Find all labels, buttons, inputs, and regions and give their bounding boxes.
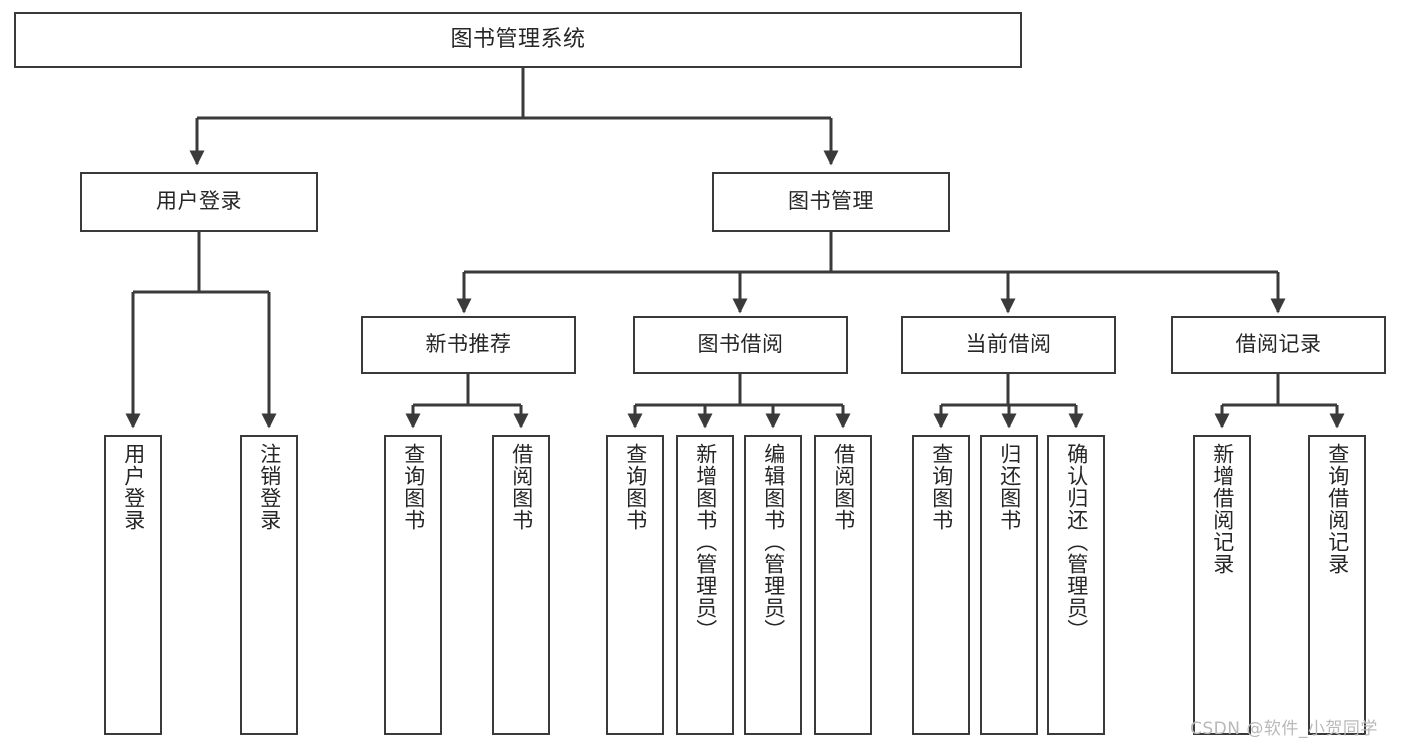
node-user-login[interactable]: 用户登录 — [80, 172, 318, 232]
node-leaf-query-book-new[interactable]: 查询图书 — [384, 435, 442, 735]
node-leaf-return-book[interactable]: 归还图书 — [980, 435, 1038, 735]
node-leaf-query-book-borrow[interactable]: 查询图书 — [606, 435, 664, 735]
node-label: 查询图书 — [401, 443, 426, 531]
node-label: 查询图书 — [929, 443, 954, 531]
node-label: 借阅图书 — [831, 443, 856, 531]
node-leaf-query-book-current[interactable]: 查询图书 — [912, 435, 970, 735]
node-label: 归还图书 — [997, 443, 1022, 531]
node-leaf-borrow-book-new[interactable]: 借阅图书 — [492, 435, 550, 735]
node-label: 新增图书（管理员） — [693, 443, 718, 641]
node-leaf-query-borrow-record[interactable]: 查询借阅记录 — [1308, 435, 1366, 735]
node-label: 新书推荐 — [425, 332, 512, 357]
node-label: 借阅记录 — [1235, 332, 1322, 357]
node-leaf-borrow-book[interactable]: 借阅图书 — [814, 435, 872, 735]
node-label: 编辑图书（管理员） — [761, 443, 786, 641]
node-leaf-user-login[interactable]: 用户登录 — [104, 435, 162, 735]
node-label: 新增借阅记录 — [1210, 443, 1235, 575]
node-label: 借阅图书 — [509, 443, 534, 531]
node-leaf-edit-book-admin[interactable]: 编辑图书（管理员） — [744, 435, 802, 735]
csdn-watermark: CSDN @软件_小贺同学 — [1190, 719, 1378, 739]
node-book-management[interactable]: 图书管理 — [712, 172, 950, 232]
node-borrow-records[interactable]: 借阅记录 — [1171, 316, 1386, 374]
node-leaf-confirm-return-admin[interactable]: 确认归还（管理员） — [1047, 435, 1105, 735]
node-label: 图书借阅 — [697, 332, 784, 357]
node-book-borrow[interactable]: 图书借阅 — [633, 316, 848, 374]
node-current-borrow[interactable]: 当前借阅 — [901, 316, 1116, 374]
node-leaf-add-borrow-record[interactable]: 新增借阅记录 — [1193, 435, 1251, 735]
node-label: 当前借阅 — [965, 332, 1052, 357]
node-label: 查询图书 — [623, 443, 648, 531]
node-label: 用户登录 — [121, 443, 146, 531]
node-new-book-recommend[interactable]: 新书推荐 — [361, 316, 576, 374]
node-label: 查询借阅记录 — [1325, 443, 1350, 575]
node-label: 用户登录 — [156, 189, 242, 214]
node-leaf-logout[interactable]: 注销登录 — [240, 435, 298, 735]
node-leaf-add-book-admin[interactable]: 新增图书（管理员） — [676, 435, 734, 735]
node-label: 确认归还（管理员） — [1064, 443, 1089, 641]
node-root-book-management-system[interactable]: 图书管理系统 — [14, 12, 1022, 68]
node-label: 图书管理系统 — [450, 26, 586, 52]
node-label: 图书管理 — [788, 189, 874, 214]
node-label: 注销登录 — [257, 443, 282, 531]
